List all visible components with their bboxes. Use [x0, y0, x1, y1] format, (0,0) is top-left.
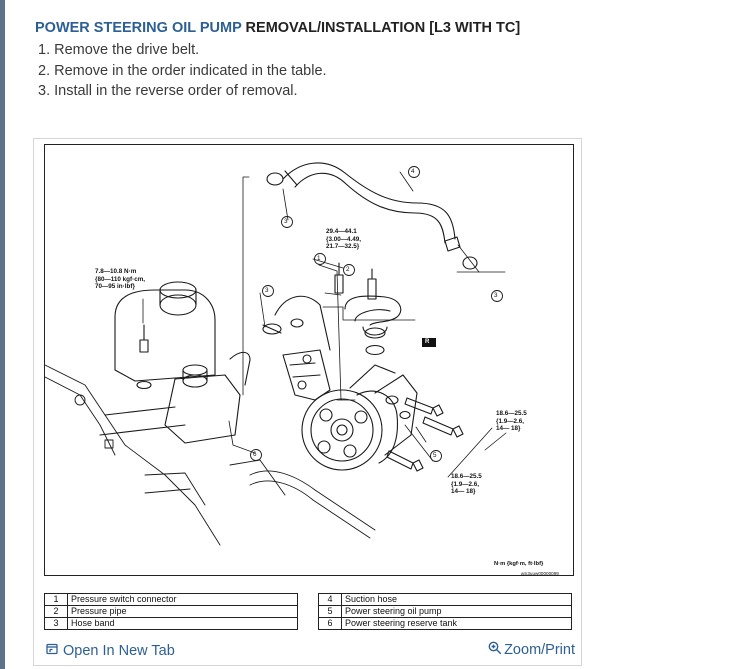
part-name: Pressure pipe — [67, 605, 298, 618]
exploded-diagram: 3 4 3 1 2 3 6 5 R 29.4—44.1 {3.00—4.49, … — [44, 144, 574, 576]
part-name: Hose band — [67, 617, 298, 630]
callout-6: 6 — [253, 451, 257, 458]
torque-unit: N·m {kgf·m, ft·lbf} — [494, 561, 544, 567]
table-row: 5 Power steering oil pump — [318, 605, 572, 618]
callout-1: 1 — [317, 255, 321, 262]
part-number: 3 — [44, 617, 68, 630]
callout-3: 3 — [494, 292, 498, 299]
oil-pump-pulley — [301, 364, 418, 471]
callout-circles — [250, 166, 503, 462]
belt-and-engine — [45, 364, 376, 546]
callout-5: 5 — [433, 452, 437, 459]
zoom-print-label: Zoom/Print — [504, 642, 575, 658]
torque-spec-right-lower: 18.6—25.5 {1.9—2.6, 14— 18} — [451, 473, 482, 495]
direction-marker-box — [422, 338, 436, 347]
table-row: 6 Power steering reserve tank — [318, 617, 572, 630]
figure-code: am3uuw00000099 — [521, 571, 559, 576]
part-number: 2 — [44, 605, 68, 618]
table-row: 3 Hose band — [44, 617, 298, 630]
callout-4: 4 — [411, 168, 415, 175]
pump-bolts — [386, 397, 464, 472]
callout-3: 3 — [284, 218, 288, 225]
magnifier-plus-icon — [488, 641, 502, 659]
leader-lines — [142, 171, 507, 478]
part-number: 1 — [44, 593, 68, 606]
part-number: 6 — [318, 617, 342, 630]
suction-hose — [266, 162, 478, 270]
page-title: POWER STEERING OIL PUMP REMOVAL/INSTALLA… — [35, 20, 520, 36]
direction-marker: R — [425, 339, 430, 345]
table-row: 2 Pressure pipe — [44, 605, 298, 618]
callout-2: 2 — [346, 266, 350, 273]
table-row: 1 Pressure switch connector — [44, 593, 298, 606]
step-item: 3. Install in the reverse order of remov… — [38, 83, 298, 99]
step-item: 1. Remove the drive belt. — [38, 42, 200, 58]
torque-spec-right-upper: 18.6—25.5 {1.9—2.6, 14— 18} — [496, 410, 527, 432]
part-name: Power steering reserve tank — [341, 617, 572, 630]
part-number: 4 — [318, 593, 342, 606]
zoom-print-link[interactable]: Zoom/Print — [488, 641, 575, 659]
step-item: 2. Remove in the order indicated in the … — [38, 62, 327, 79]
open-in-new-tab-label: Open In New Tab — [63, 643, 175, 659]
part-name: Power steering oil pump — [341, 605, 572, 618]
table-row: 4 Suction hose — [318, 593, 572, 606]
tank-bolt — [136, 324, 152, 390]
mount-bracket — [262, 295, 331, 401]
torque-spec-top: 29.4—44.1 {3.00—4.49, 21.7—32.5} — [326, 228, 362, 250]
torque-spec-left: 7.8—10.8 N·m {80—110 kgf·cm, 70—95 in·lb… — [95, 268, 146, 290]
pressure-pipe-assembly — [334, 262, 402, 356]
reservoir-tank — [99, 281, 251, 444]
new-tab-icon — [46, 643, 58, 659]
figure-card: 3 4 3 1 2 3 6 5 R 29.4—44.1 {3.00—4.49, … — [33, 138, 582, 666]
title-component: POWER STEERING OIL PUMP — [35, 20, 242, 36]
part-name: Pressure switch connector — [67, 593, 298, 606]
diagram-drawing — [45, 162, 507, 546]
callout-3: 3 — [265, 287, 269, 294]
part-number: 5 — [318, 605, 342, 618]
parts-table-left: 1 Pressure switch connector 2 Pressure p… — [44, 593, 298, 630]
parts-table-right: 4 Suction hose 5 Power steering oil pump… — [318, 593, 572, 630]
part-name: Suction hose — [341, 593, 572, 606]
procedure-steps: 1. Remove the drive belt. 2. Remove in t… — [38, 40, 327, 102]
left-edge-bar — [0, 0, 5, 669]
title-procedure: REMOVAL/INSTALLATION [L3 WITH TC] — [241, 20, 521, 36]
open-in-new-tab-link[interactable]: Open In New Tab — [46, 643, 175, 659]
figure-footer: Open In New Tab Zoom/Print — [34, 635, 581, 665]
